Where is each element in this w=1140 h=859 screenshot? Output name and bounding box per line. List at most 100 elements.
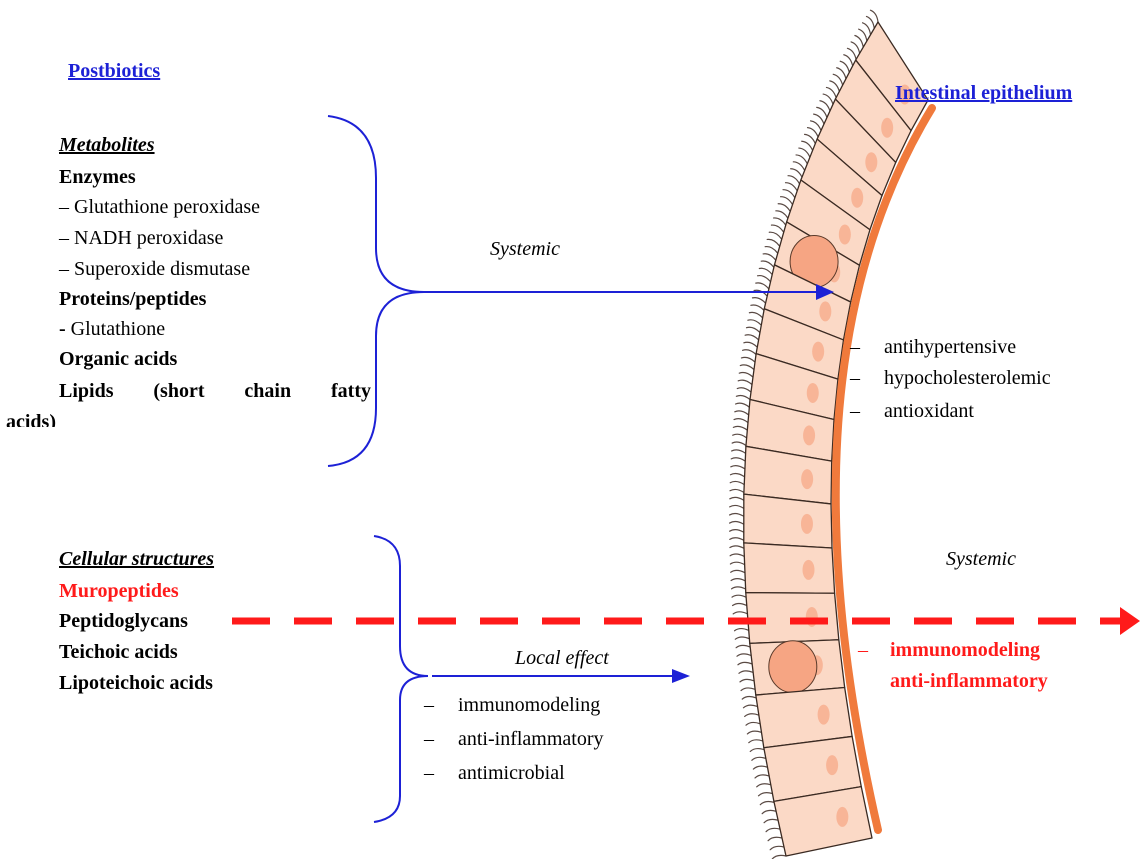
protein-item: - Glutathione: [59, 314, 165, 344]
cell-nucleus: [801, 514, 813, 534]
local-effect-dash: –: [424, 758, 434, 788]
microvillus: [730, 546, 744, 548]
cell-nucleus: [881, 118, 893, 138]
microvillus: [747, 731, 761, 734]
microvillus: [735, 411, 749, 415]
microvillus: [733, 612, 747, 614]
cellular-brace: [374, 536, 428, 822]
systemic-label: Systemic: [490, 234, 560, 264]
metabolites-heading: Metabolites: [59, 130, 155, 160]
intestinal-epithelium-label: Intestinal epithelium: [895, 78, 1072, 108]
microvillus: [791, 169, 802, 177]
local-effect: immunomodeling: [458, 690, 600, 720]
microvillus: [753, 766, 767, 769]
microvillus: [781, 197, 793, 205]
microvillus: [743, 705, 757, 708]
systemic-effect: hypocholesterolemic: [884, 363, 1051, 393]
microvillus: [739, 671, 753, 673]
microvillus: [732, 442, 746, 445]
cell-nucleus: [836, 807, 848, 827]
microvillus: [735, 637, 749, 639]
cellular-item-teichoic-acids: Teichoic acids: [59, 637, 178, 667]
microvillus: [741, 688, 755, 691]
microvillus: [776, 211, 788, 218]
microvillus: [740, 365, 753, 369]
epithelial-cell: [744, 543, 835, 593]
cell-nucleus: [818, 705, 830, 725]
systemic-effect-dash: –: [850, 332, 860, 362]
microvillus: [758, 276, 771, 282]
systemic-effect: antihypertensive: [884, 332, 1016, 362]
microvillus: [747, 327, 760, 332]
cell-nucleus: [819, 301, 831, 321]
microvillus: [733, 426, 747, 430]
microvillus: [783, 190, 795, 198]
cell-nucleus: [812, 342, 824, 362]
microvillus: [749, 312, 762, 317]
enzyme-item: – Glutathione peroxidase: [59, 192, 260, 222]
microvillus: [730, 497, 744, 500]
microvillus: [765, 247, 777, 254]
microvillus: [730, 554, 744, 556]
microvillus: [732, 587, 746, 589]
local-effect-dash: –: [424, 724, 434, 754]
microvillus: [748, 320, 761, 325]
microvillus: [755, 775, 769, 778]
cell-nucleus: [803, 560, 815, 580]
microvillus: [758, 793, 772, 796]
microvillus: [788, 176, 799, 184]
microvillus: [744, 342, 757, 347]
microvillus: [731, 579, 745, 581]
microvillus: [731, 570, 745, 572]
microvillus: [750, 749, 764, 752]
microvillus: [731, 466, 745, 469]
enzyme-item: – NADH peroxidase: [59, 223, 223, 253]
microvillus: [736, 403, 750, 407]
microvillus: [752, 757, 766, 760]
proteins-heading: Proteins/peptides: [59, 284, 206, 314]
cell-nucleus: [801, 469, 813, 489]
enzyme-item: – Superoxide dismutase: [59, 254, 250, 284]
microvillus: [770, 846, 784, 849]
microvillus: [757, 784, 771, 787]
local-effect-label: Local effect: [515, 643, 609, 673]
cell-nucleus: [851, 188, 863, 208]
cellular-structures-heading: Cellular structures: [59, 544, 214, 574]
microvillus: [746, 722, 760, 725]
microvillus: [730, 562, 744, 564]
microvillus: [730, 474, 744, 477]
microvillus: [763, 254, 776, 260]
systemic-bottom-label: Systemic: [946, 544, 1016, 574]
microvillus: [759, 268, 772, 274]
local-effect-dash: –: [424, 690, 434, 720]
microvillus: [762, 810, 776, 813]
systemic-red-effect: anti-inflammatory: [890, 666, 1048, 696]
microvillus: [786, 183, 798, 191]
cellular-item-lipoteichoic-acids: Lipoteichoic acids: [59, 668, 213, 698]
systemic-effect-dash: –: [850, 396, 860, 426]
microvillus: [743, 350, 756, 355]
microvillus: [745, 714, 759, 717]
systemic-red-effect: immunomodeling: [890, 635, 1040, 665]
microvillus: [768, 837, 782, 840]
microvillus: [749, 740, 763, 743]
cell-nucleus: [839, 224, 851, 244]
systemic-effect-dash: –: [850, 363, 860, 393]
microvillus: [736, 395, 750, 399]
microvillus: [730, 505, 744, 508]
microvillus: [764, 819, 778, 822]
cell-nucleus: [803, 425, 815, 445]
microvillus: [735, 629, 749, 631]
microvillus: [733, 434, 747, 438]
microvillus: [756, 283, 769, 289]
cell-nucleus: [865, 152, 877, 172]
microvillus: [737, 388, 751, 392]
local-effect: anti-inflammatory: [458, 724, 604, 754]
microvillus: [767, 239, 779, 246]
systemic-dashed-arrow-head: [1120, 607, 1140, 635]
cell-nucleus: [826, 755, 838, 775]
postbiotics-title: Postbiotics: [68, 56, 160, 86]
epithelial-cell: [744, 494, 832, 548]
microvillus: [774, 218, 786, 225]
microvillus: [778, 204, 790, 211]
